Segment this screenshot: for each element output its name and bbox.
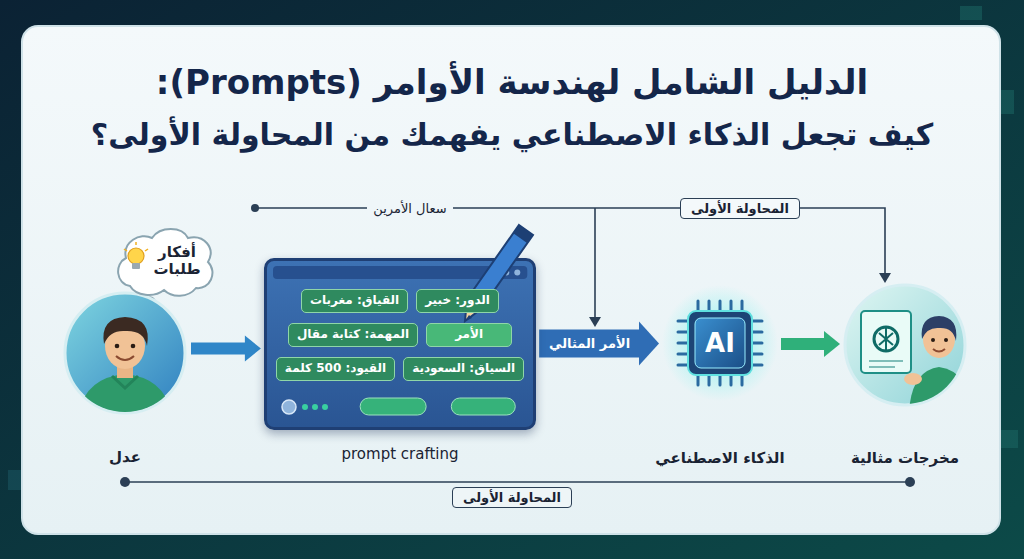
flow-note: المحاولة الأولى <box>452 487 572 508</box>
prompt-chip: السياق: السعودية <box>403 357 524 381</box>
bubble-outline <box>145 249 148 251</box>
output-illustration <box>843 283 967 407</box>
arrow-shaft <box>781 338 825 350</box>
arrow-shaft <box>539 330 640 358</box>
editor-chrome <box>451 398 515 415</box>
chip-text: السياق: السعودية <box>412 358 515 379</box>
ai-chip: AIالذكاء الاصطناعي <box>662 285 778 473</box>
flow-arrow <box>191 336 261 362</box>
output-illustration <box>922 316 957 341</box>
chip-mark: AI <box>662 285 778 401</box>
flow-marker <box>905 477 915 487</box>
arrow-head <box>824 331 840 357</box>
output-illustration <box>904 373 922 385</box>
editor-chrome <box>282 400 296 414</box>
avatar-illustration <box>78 374 172 420</box>
prompt-chip: الأمر <box>426 323 512 347</box>
flow-note: سعال الأمرين <box>367 200 452 217</box>
output-illustration <box>869 366 895 368</box>
output-illustration <box>874 327 898 351</box>
editor-chrome <box>302 404 308 410</box>
bubble-outline <box>118 229 212 296</box>
flow-arrow <box>539 322 659 366</box>
flow-marker <box>879 273 891 283</box>
output-illustration <box>879 327 893 351</box>
flow-note: المحاولة الأولى <box>680 198 800 219</box>
avatar-illustration <box>115 344 120 349</box>
output-illustration <box>909 316 973 413</box>
arrow-label: الأمر المثالي <box>546 334 633 353</box>
chip-text: القياق: مغربات <box>310 290 399 311</box>
editor-chrome <box>312 404 318 410</box>
output-illustration <box>869 360 903 362</box>
output-label: مخرجات مثالية <box>803 449 1007 467</box>
output-illustration <box>933 349 945 352</box>
prompt-chip: القياق: مغربات <box>301 289 408 313</box>
prompt-chip: المهمة: كتابة مقال <box>288 323 418 347</box>
pen-illustration <box>513 225 533 243</box>
bubble-outline <box>128 248 144 264</box>
pen-illustration <box>447 221 537 331</box>
output-illustration <box>909 367 973 413</box>
output-illustration <box>944 338 948 342</box>
arrow-head <box>639 322 659 366</box>
arrow-head <box>245 336 261 362</box>
flow-line <box>125 208 910 482</box>
user-avatar: عدل <box>62 290 188 472</box>
avatar-label: عدل <box>42 448 208 466</box>
bubble-outline <box>135 242 137 245</box>
frame <box>1000 430 1018 448</box>
output-illustration <box>931 338 935 342</box>
frame <box>960 6 982 20</box>
pen-illustration <box>465 315 472 321</box>
output-illustration <box>845 285 965 405</box>
chip-text: الدور: خبير <box>425 290 490 311</box>
prompt-editor: prompt craftingالدور: خبيرالقياق: مغربات… <box>264 258 536 430</box>
thought-bubble: أفكار طلبات <box>112 222 216 300</box>
avatar-illustration <box>103 317 147 346</box>
subtitle: كيف تجعل الذكاء الاصطناعي يفهمك من المحا… <box>91 117 933 152</box>
title: الدليل الشامل لهندسة الأوامر (Prompts): <box>156 62 868 102</box>
editor-chrome <box>322 404 328 410</box>
flow-line <box>125 481 910 483</box>
avatar-illustration <box>116 356 134 360</box>
ai-label: الذكاء الاصطناعي <box>602 449 838 467</box>
chip-illustration <box>662 285 778 401</box>
flow-line <box>594 208 596 318</box>
bubble-outline <box>132 263 140 269</box>
bubble-text: أفكار طلبات <box>146 244 208 279</box>
flow-marker <box>120 204 915 487</box>
chip-text: المهمة: كتابة مقال <box>297 324 409 345</box>
editor-chrome <box>360 398 426 415</box>
output-illustration <box>869 361 903 367</box>
avatar-illustration <box>112 376 138 388</box>
chip-text: الأمر <box>435 324 503 345</box>
flow-marker <box>589 317 601 327</box>
flow-marker <box>120 477 130 487</box>
chip-text: القيود: 500 كلمة <box>285 358 386 379</box>
arrow-shaft <box>191 343 246 355</box>
output-illustration <box>861 311 911 373</box>
prompt-chip: الدور: خبير <box>416 289 499 313</box>
avatar-illustration <box>131 344 136 349</box>
prompt-chip: القيود: 500 كلمة <box>276 357 395 381</box>
output-avatar: مخرجات مثالية <box>843 283 967 473</box>
avatar-illustration <box>62 290 188 416</box>
flow-marker <box>251 204 259 212</box>
bubble-outline <box>124 242 148 251</box>
editor-caption: prompt crafting <box>227 445 573 463</box>
editor-chrome <box>514 270 520 276</box>
bubble-outline <box>124 249 127 251</box>
flow-arrow <box>781 331 840 357</box>
